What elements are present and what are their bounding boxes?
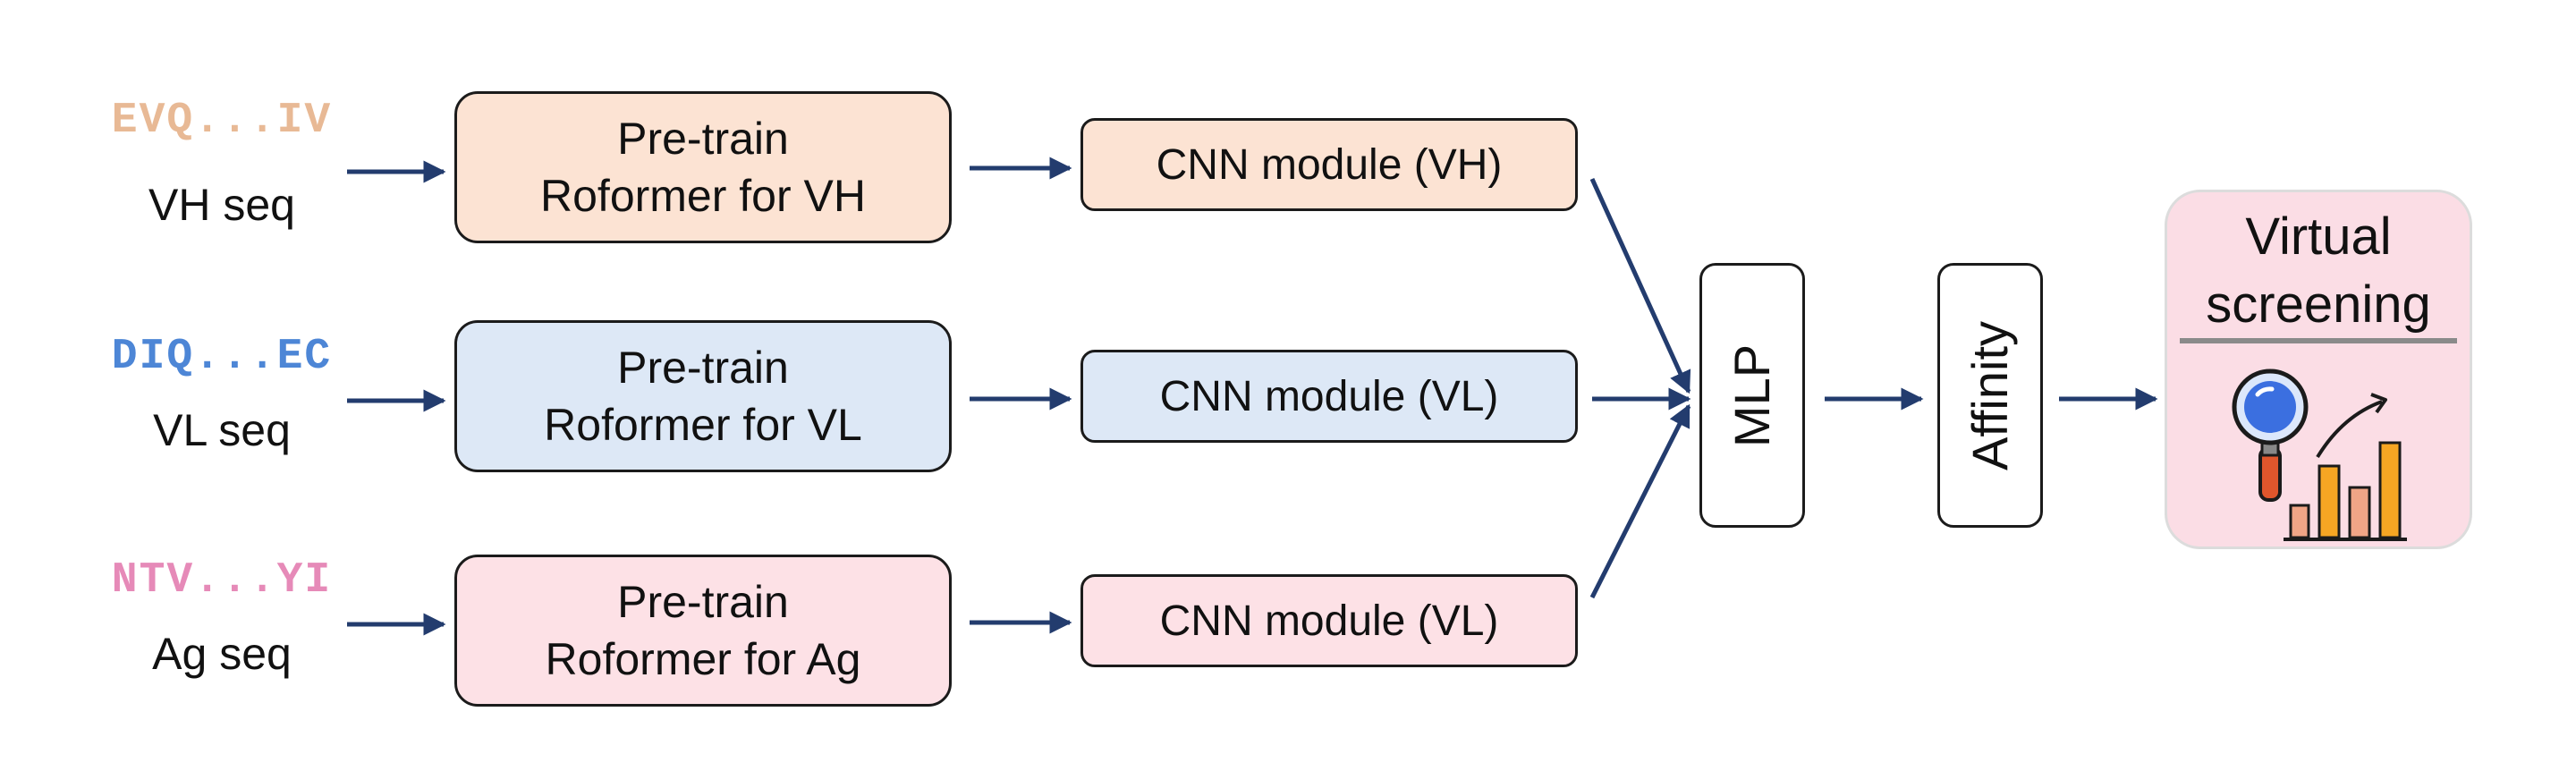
vl-seq-code: DIQ...EC xyxy=(111,333,333,381)
magnifier-bar-chart-icon xyxy=(2232,369,2407,541)
cnn-ag-label: CNN module (VL) xyxy=(1159,597,1499,645)
pretrain-ag-line1: Pre-train xyxy=(617,577,789,627)
arrow-cnn-vh-to-mlp xyxy=(1589,177,1691,394)
vl-seq-label: VL seq xyxy=(153,405,291,455)
ag-seq-label: Ag seq xyxy=(152,629,292,679)
pretrain-vh-line2: Roformer for VH xyxy=(540,171,866,221)
virtual-screening-box: Virtual screening xyxy=(2165,190,2472,549)
pretrain-vh-line1: Pre-train xyxy=(617,114,789,164)
cnn-vh-label: CNN module (VH) xyxy=(1156,140,1503,189)
cnn-vl-label: CNN module (VL) xyxy=(1159,372,1499,420)
arrow-cnn-ag-to-mlp xyxy=(1589,403,1691,599)
pretrain-ag-line2: Roformer for Ag xyxy=(545,634,861,684)
pretrain-vl-line2: Roformer for VL xyxy=(544,400,862,450)
pretrain-vl-line1: Pre-train xyxy=(617,343,789,393)
vh-seq-code: EVQ...IV xyxy=(111,97,333,145)
pretrain-vl-box: Pre-train Roformer for VL xyxy=(454,320,952,472)
vh-seq-label: VH seq xyxy=(148,180,295,230)
pretrain-vh-box: Pre-train Roformer for VH xyxy=(454,91,952,243)
virtual-screening-divider xyxy=(2180,338,2457,343)
cnn-vl-box: CNN module (VL) xyxy=(1080,350,1578,443)
virtual-screening-line1: Virtual xyxy=(2245,208,2392,266)
virtual-screening-title: Virtual screening xyxy=(2167,203,2470,339)
cnn-vh-box: CNN module (VH) xyxy=(1080,118,1578,211)
pretrain-ag-box: Pre-train Roformer for Ag xyxy=(454,555,952,707)
virtual-screening-line2: screening xyxy=(2206,275,2431,334)
cnn-ag-box: CNN module (VL) xyxy=(1080,574,1578,667)
affinity-box: Affinity xyxy=(1937,263,2043,528)
mlp-box: MLP xyxy=(1699,263,1805,528)
ag-seq-code: NTV...YI xyxy=(111,556,333,605)
